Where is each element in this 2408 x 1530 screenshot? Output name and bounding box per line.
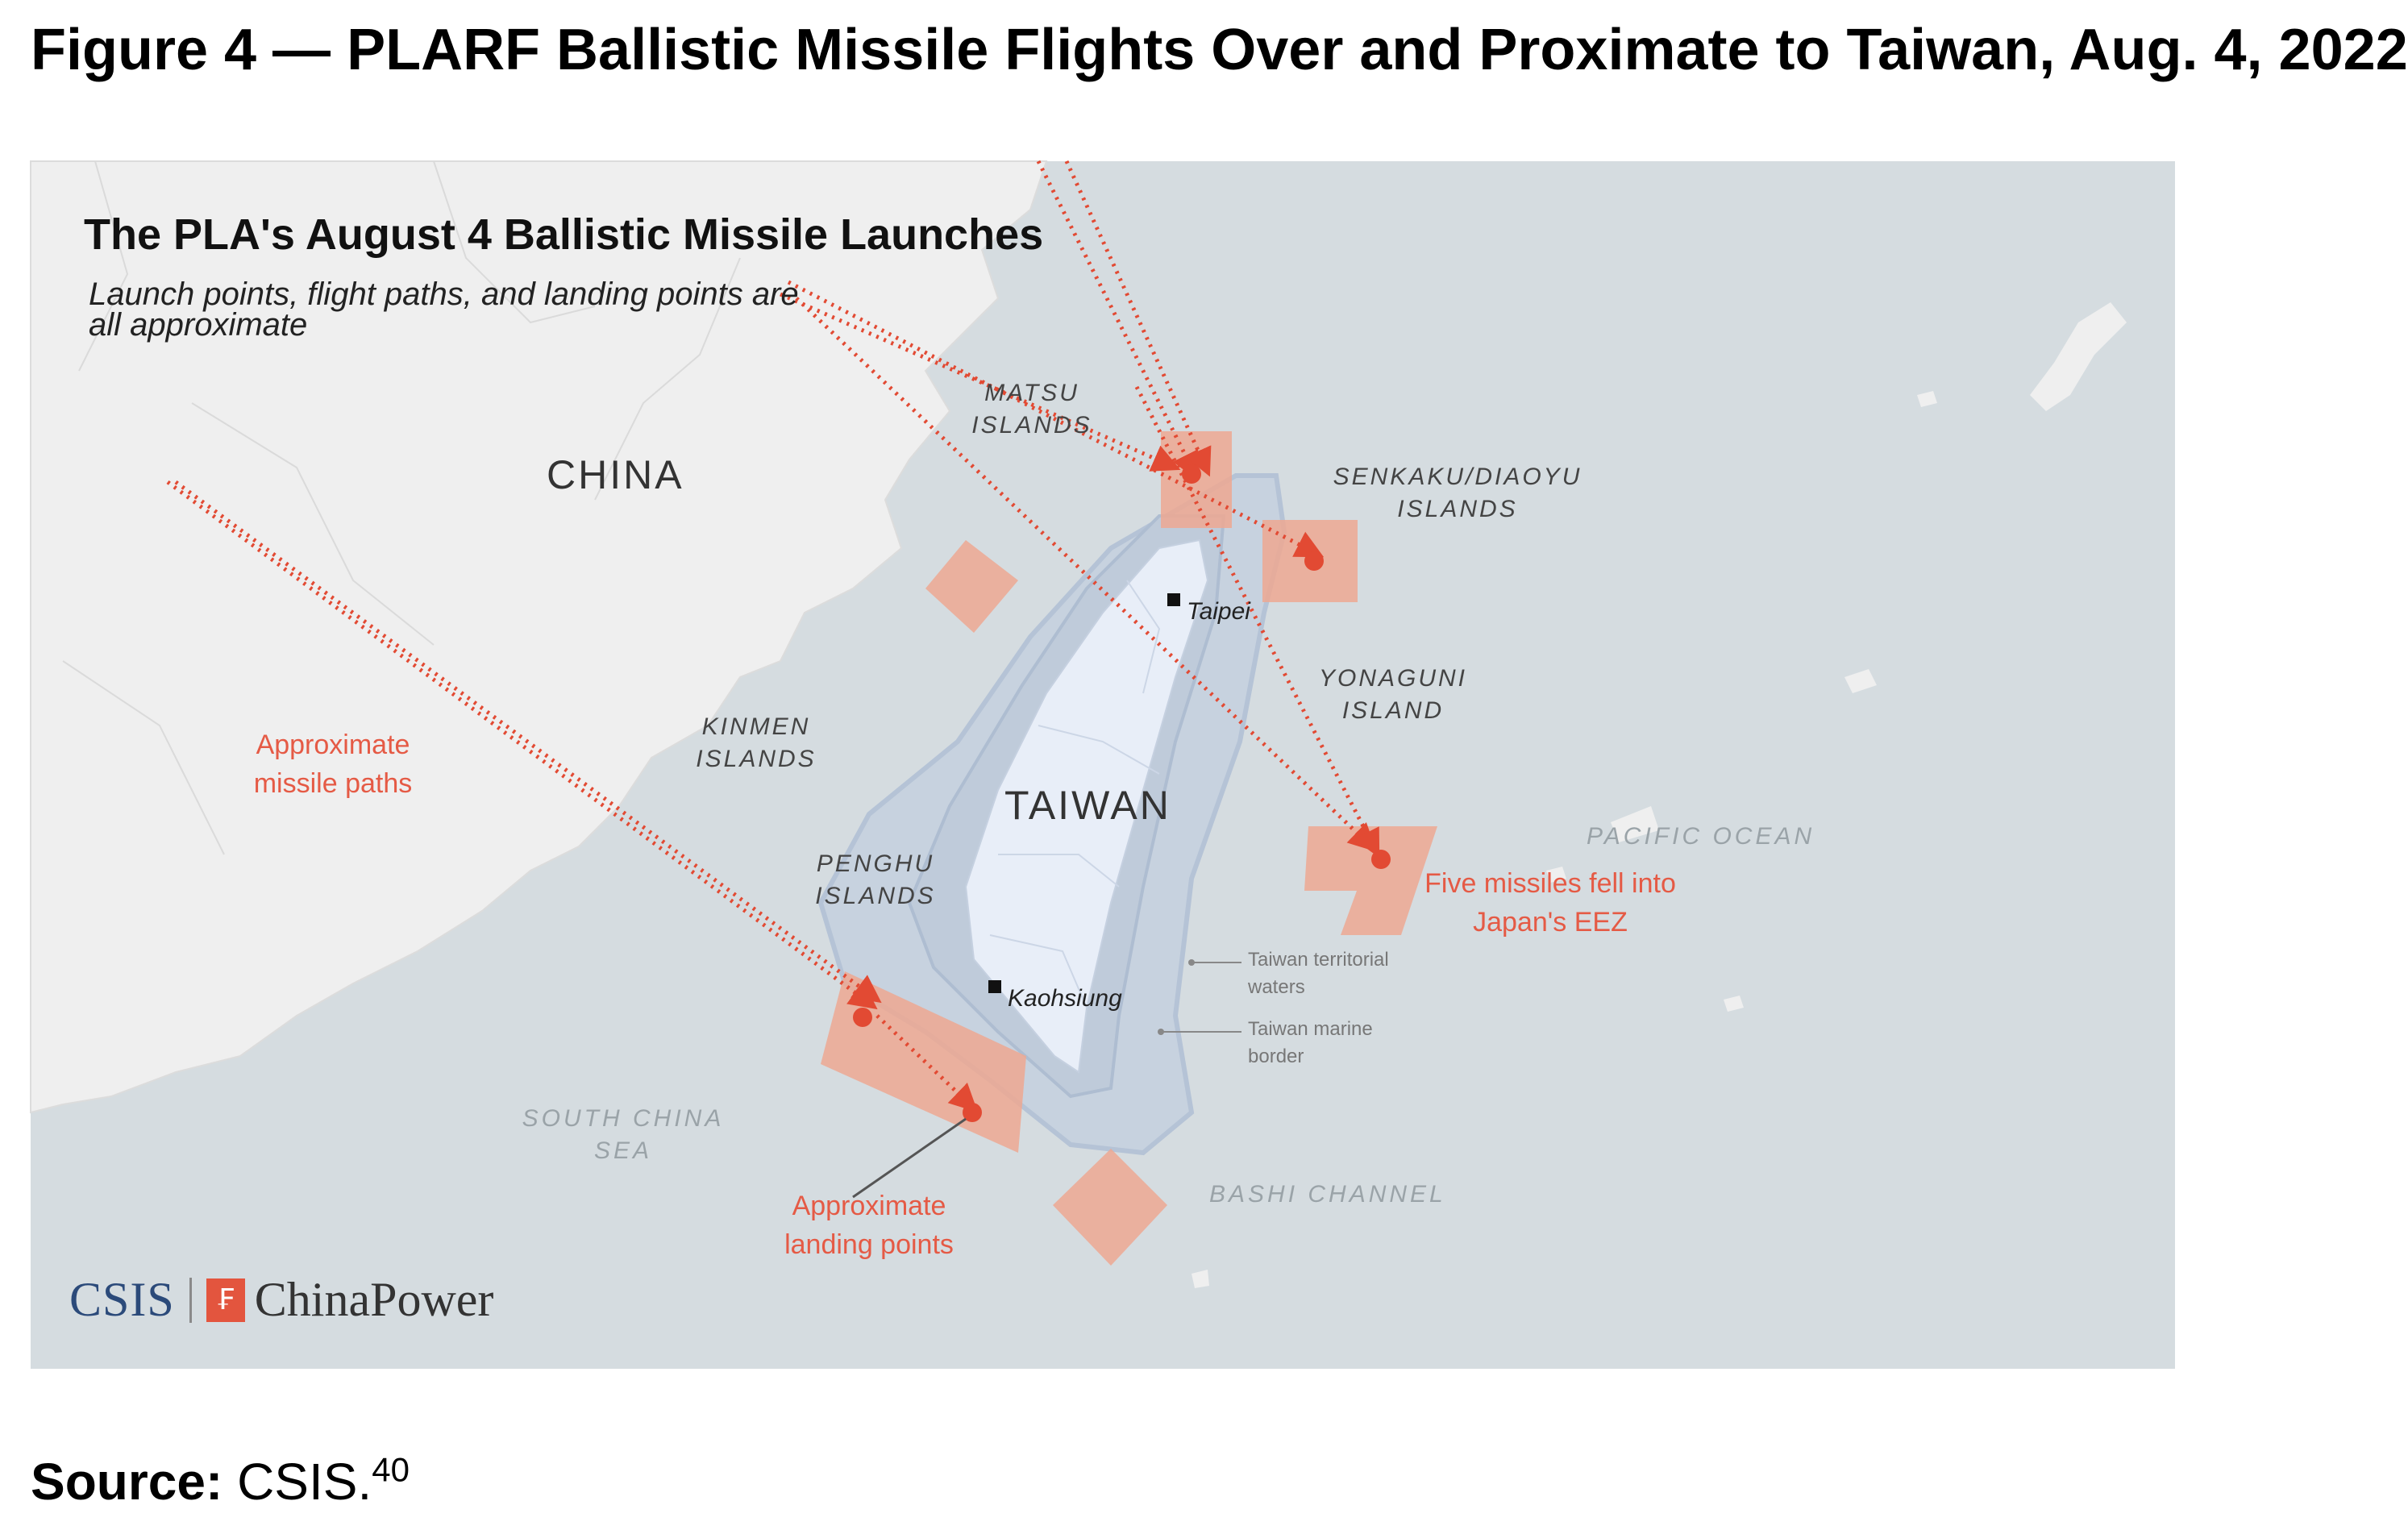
chinapower-wordmark: ChinaPower	[254, 1273, 494, 1326]
note-territorial-waters: Taiwan territorial waters	[1248, 949, 1389, 998]
note-marine-border: Taiwan marine border	[1248, 1018, 1373, 1067]
note-landing-points: Approximate landing points	[784, 1191, 954, 1260]
logo-divider	[189, 1277, 192, 1323]
note-missile-paths: Approximate missile paths	[253, 730, 413, 799]
landing-point-2	[1304, 551, 1324, 571]
zone-northwest	[925, 540, 1018, 633]
label-kaohsiung: Kaohsiung	[1008, 985, 1122, 1012]
source-label: Source:	[31, 1453, 223, 1511]
kaohsiung-marker	[988, 980, 1001, 993]
province-lines	[62, 160, 741, 855]
label-south-china-sea: SOUTH CHINA SEA	[522, 1105, 725, 1164]
label-taipei: Taipei	[1187, 598, 1250, 625]
source-text: CSIS.	[237, 1453, 372, 1511]
landing-point-5	[963, 1103, 982, 1122]
missile-paths	[166, 160, 1380, 1112]
source-line: Source: CSIS.40	[31, 1449, 410, 1514]
map-subtitle: Launch points, flight paths, and landing…	[89, 276, 799, 343]
source-footnote[interactable]: 40	[372, 1450, 410, 1489]
marine-border-dot	[1158, 1029, 1164, 1035]
taipei-marker	[1167, 593, 1180, 606]
csis-chinapower-logo: CSIS ₣ ChinaPower	[69, 1272, 493, 1328]
landing-point-1	[1182, 464, 1201, 484]
label-pacific-ocean: PACIFIC OCEAN	[1587, 823, 1815, 850]
label-bashi-channel: BASHI CHANNEL	[1209, 1181, 1446, 1208]
landing-point-3	[1371, 850, 1391, 869]
label-yonaguni: YONAGUNI ISLAND	[1318, 665, 1468, 724]
map-graphic	[30, 160, 2127, 1288]
figure-title: Figure 4 — PLARF Ballistic Missile Fligh…	[31, 18, 2408, 82]
zone-east	[1304, 826, 1437, 935]
territorial-waters-dot	[1188, 959, 1195, 966]
landing-point-4	[853, 1008, 872, 1027]
taiwan-county-lines	[989, 580, 1161, 1008]
note-japan-eez: Five missiles fell into Japan's EEZ	[1424, 868, 1676, 938]
label-china: CHINA	[547, 452, 684, 497]
chinapower-mark-icon: ₣	[206, 1278, 245, 1322]
missile-map: The PLA's August 4 Ballistic Missile Lau…	[30, 160, 2175, 1369]
label-kinmen: KINMEN ISLANDS	[696, 713, 817, 772]
label-penghu: PENGHU ISLANDS	[815, 850, 936, 909]
landing-points	[853, 464, 1391, 1122]
label-matsu: MATSU ISLANDS	[971, 380, 1092, 439]
china-landmass	[30, 160, 1048, 1114]
label-senkaku: SENKAKU/DIAOYU ISLANDS	[1333, 464, 1582, 522]
csis-wordmark: CSIS	[69, 1273, 175, 1326]
landing-points-pointer	[852, 1117, 967, 1199]
map-title: The PLA's August 4 Ballistic Missile Lau…	[84, 210, 1044, 259]
label-taiwan: TAIWAN	[1004, 783, 1171, 828]
taiwan-island	[964, 538, 1209, 1074]
zone-south	[1053, 1149, 1167, 1266]
okinawa-island	[2030, 302, 2127, 411]
